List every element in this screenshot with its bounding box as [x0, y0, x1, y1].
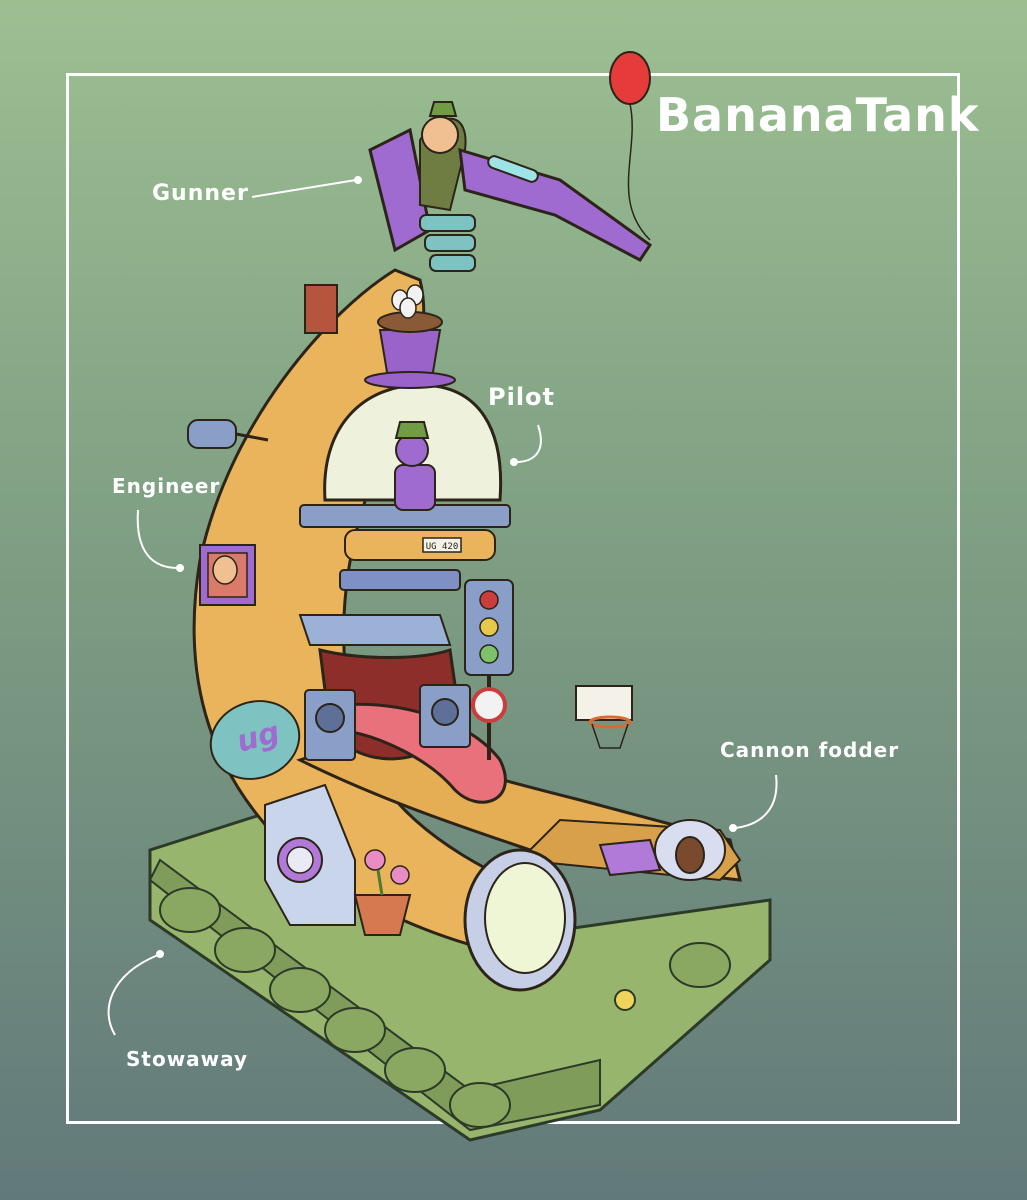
license-plate: UG 420: [426, 542, 459, 552]
basketball-hoop: [575, 685, 633, 749]
label-pilot: Pilot: [488, 383, 556, 411]
ug-logo: ug: [209, 700, 301, 780]
traffic-light: [464, 579, 514, 760]
red-balloon: [609, 51, 651, 241]
engineer-window: [199, 544, 256, 606]
speakers: [304, 684, 471, 761]
title: BananaTank: [656, 88, 980, 142]
chimney: [304, 284, 338, 334]
cannon-fodder: [598, 819, 726, 881]
label-cannon-fodder: Cannon fodder: [720, 738, 900, 762]
front-light: [463, 848, 577, 992]
pilot-dome: UG 420: [299, 383, 511, 561]
label-gunner: Gunner: [152, 181, 249, 206]
leader-lines: [107, 176, 778, 1036]
flower-pot: [353, 849, 412, 936]
label-stowaway: Stowaway: [126, 1047, 249, 1071]
label-engineer: Engineer: [112, 474, 221, 498]
gunner-turret: [368, 101, 653, 272]
top-hat: [364, 284, 456, 389]
side-mirror: [187, 419, 269, 449]
washing-machine: [264, 783, 356, 926]
